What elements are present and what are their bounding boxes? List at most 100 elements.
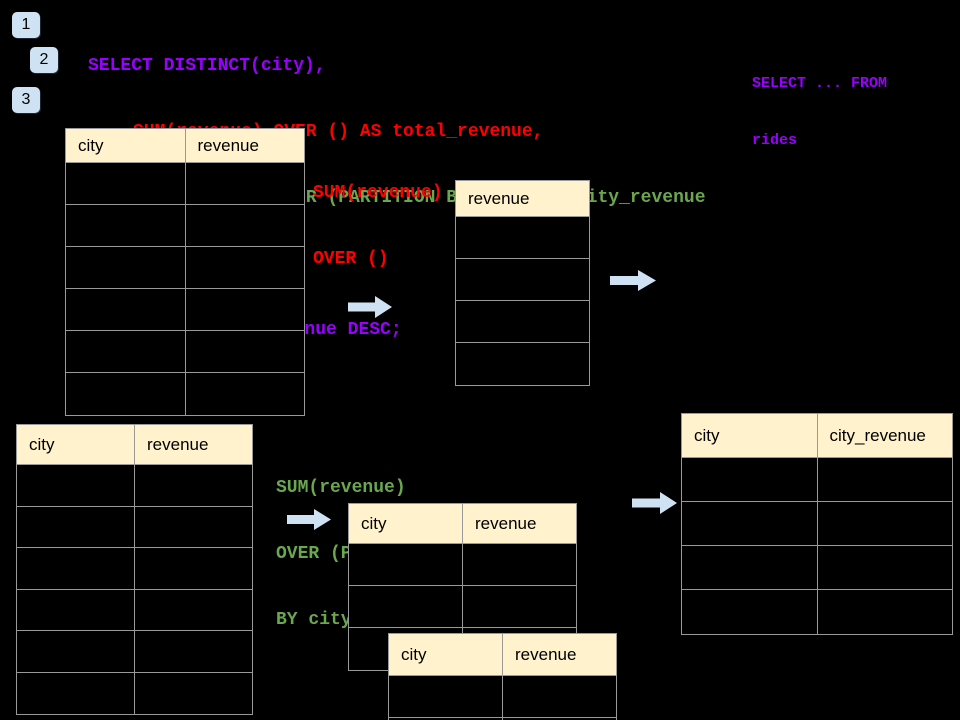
- table-header-row: city revenue: [66, 129, 304, 163]
- table-cell: [17, 548, 135, 589]
- column-header: revenue: [468, 188, 530, 208]
- arrow-right-icon: [287, 509, 331, 530]
- table-cell: [135, 590, 252, 631]
- table-row: [456, 217, 589, 259]
- table-cell: [349, 544, 463, 585]
- table-cell: [186, 289, 305, 330]
- table-cell: [503, 676, 616, 717]
- side-note-line2: rides: [752, 132, 798, 149]
- table-cell: [456, 301, 589, 342]
- sql-line-select: SELECT DISTINCT(city),: [88, 56, 326, 76]
- table-cell: [135, 631, 252, 672]
- step-badge-1: 1: [12, 12, 40, 38]
- table-row: [66, 289, 304, 331]
- table-cell: [389, 676, 503, 717]
- table-cell: [17, 589, 135, 630]
- side-note-select-from-rides: SELECT ... FROM rides: [752, 36, 887, 188]
- label-total-line1: SUM(revenue): [313, 183, 443, 203]
- table-row: [682, 590, 952, 634]
- column-header: city: [66, 129, 186, 162]
- table-cell: [17, 672, 135, 714]
- table-row: [456, 301, 589, 343]
- table-header-row: city revenue: [17, 425, 252, 465]
- table-row: [682, 458, 952, 502]
- column-header: revenue: [475, 513, 537, 533]
- table-cell: [135, 507, 252, 548]
- column-header: revenue: [147, 434, 209, 454]
- table-cell: [682, 502, 818, 545]
- table-cell: [66, 163, 186, 204]
- column-header: city: [389, 634, 503, 675]
- side-note-line1: SELECT ... FROM: [752, 75, 888, 92]
- table-row: [682, 546, 952, 590]
- table-cell: [682, 458, 818, 501]
- table-cell: [456, 259, 589, 300]
- table-header-row: city city_revenue: [682, 414, 952, 458]
- step-badge-2: 2: [30, 47, 58, 73]
- table-cell: [17, 465, 135, 506]
- table-cell: [186, 331, 305, 372]
- table-row: [17, 631, 252, 673]
- column-header: revenue: [197, 135, 259, 155]
- table-cell: [186, 163, 305, 204]
- table-source-rides-top: city revenue: [65, 128, 305, 416]
- table-row: [17, 506, 252, 548]
- table-row: [389, 718, 616, 720]
- table-row: [66, 373, 304, 415]
- table-city-revenue-result: city city_revenue: [681, 413, 953, 635]
- table-cell: [135, 548, 252, 589]
- table-cell: [135, 465, 252, 506]
- column-header: city_revenue: [829, 425, 926, 445]
- column-header: revenue: [515, 644, 577, 664]
- table-cell: [456, 217, 589, 258]
- table-cell: [66, 205, 186, 246]
- table-cell: [186, 247, 305, 288]
- table-row: [66, 205, 304, 247]
- table-cell: [818, 546, 953, 589]
- table-cell: [135, 673, 252, 715]
- table-cell: [186, 205, 305, 246]
- table-cell: [186, 373, 305, 415]
- table-cell: [17, 506, 135, 547]
- table-row: [66, 163, 304, 205]
- table-cell: [66, 331, 186, 372]
- table-row: [389, 676, 616, 718]
- table-source-rides-bottom: city revenue: [16, 424, 253, 715]
- table-header-row: revenue: [456, 181, 589, 217]
- table-cell: [456, 343, 589, 385]
- table-header-row: city revenue: [389, 634, 616, 676]
- table-cell: [389, 718, 503, 720]
- table-row: [682, 502, 952, 546]
- table-cell: [818, 458, 953, 501]
- table-header-row: city revenue: [349, 504, 576, 544]
- arrow-right-icon: [610, 270, 656, 291]
- step-badge-3: 3: [12, 87, 40, 113]
- table-row: [349, 544, 576, 586]
- label-partition-line1: SUM(revenue): [276, 478, 406, 498]
- column-header: city: [17, 425, 135, 464]
- table-row: [17, 465, 252, 507]
- table-row: [17, 589, 252, 631]
- column-header: city: [349, 504, 463, 543]
- table-total-revenue-result: revenue: [455, 180, 590, 386]
- table-row: [349, 586, 576, 628]
- arrow-right-icon: [348, 296, 392, 318]
- table-row: [17, 672, 252, 715]
- label-total-line2: OVER (): [313, 249, 389, 269]
- label-total-revenue-window: SUM(revenue) OVER (): [313, 138, 443, 314]
- table-cell: [349, 586, 463, 627]
- table-cell: [463, 544, 576, 585]
- table-row: [66, 247, 304, 289]
- table-partition-step-overlay: city revenue: [388, 633, 617, 720]
- arrow-right-icon: [632, 492, 677, 514]
- table-cell: [682, 546, 818, 589]
- table-row: [66, 331, 304, 373]
- table-cell: [17, 631, 135, 672]
- table-cell: [66, 247, 186, 288]
- table-cell: [66, 289, 186, 330]
- table-cell: [818, 502, 953, 545]
- table-cell: [463, 586, 576, 627]
- column-header: city: [682, 414, 818, 457]
- table-row: [456, 259, 589, 301]
